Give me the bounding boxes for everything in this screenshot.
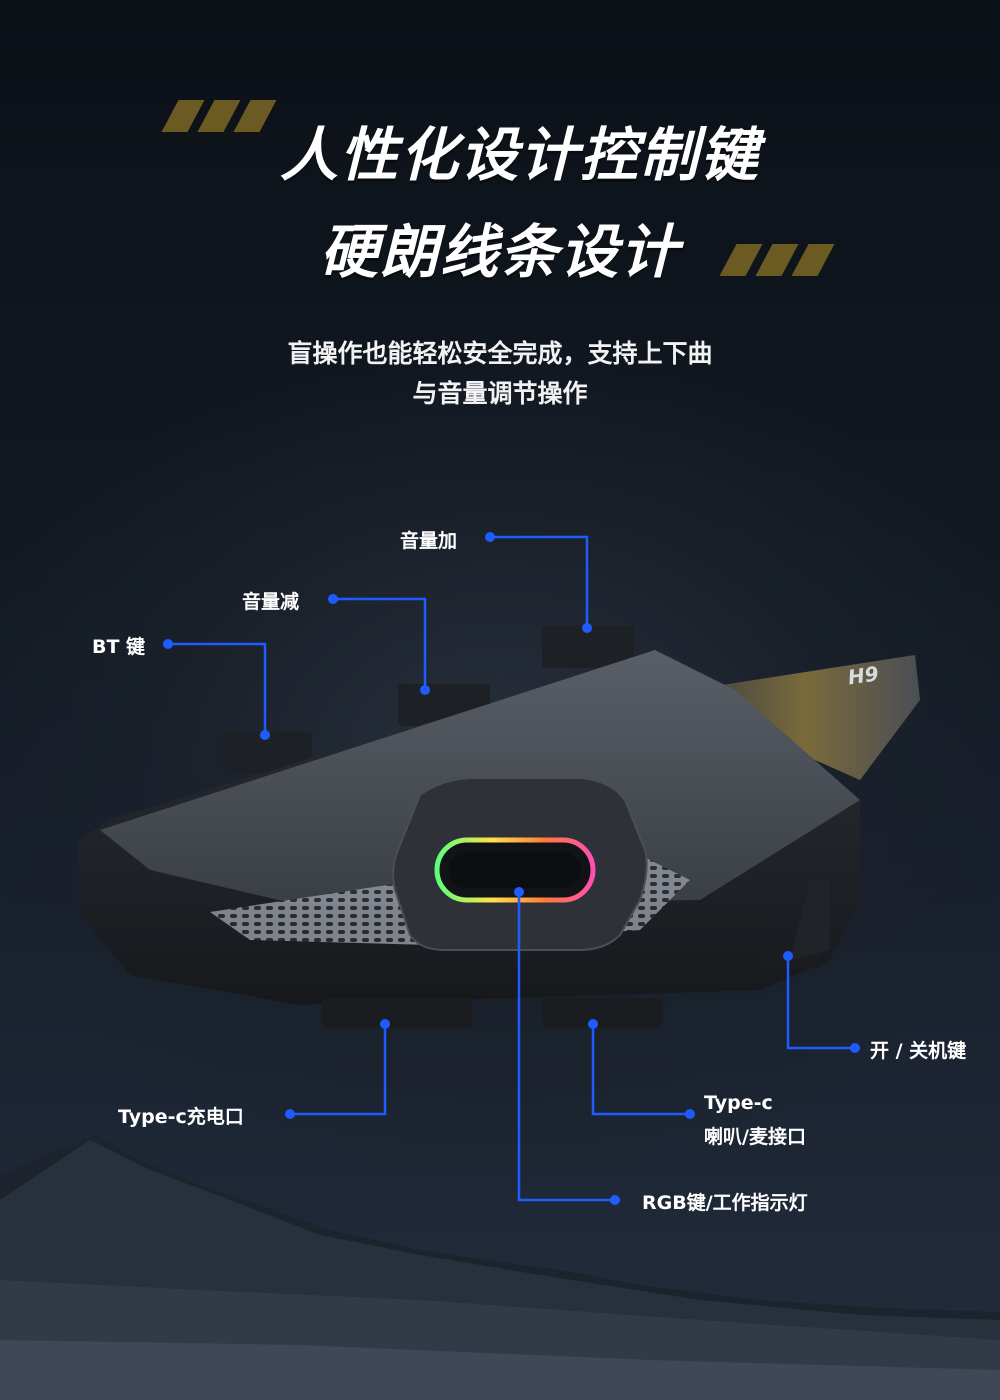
label-bt-key: BT 键 (92, 636, 146, 658)
label-rgb-key: RGB键/工作指示灯 (642, 1192, 808, 1214)
label-typec-charge: Type-c充电口 (118, 1106, 244, 1128)
callout-lines (168, 535, 855, 1202)
model-label: H9 (846, 661, 880, 689)
typec-audio-port (542, 998, 662, 1028)
label-volume-up: 音量加 (400, 530, 458, 552)
subtitle-line-2: 与音量调节操作 (412, 379, 588, 408)
typec-charge-port (322, 998, 472, 1028)
callout-dots (163, 532, 860, 1205)
label-typec-audio-line2: 喇叭/麦接口 (704, 1126, 806, 1148)
label-typec-audio-line1: Type-c (704, 1092, 773, 1114)
headline-line-1: 人性化设计控制键 (279, 121, 760, 189)
subtitle-line-1: 盲操作也能轻松安全完成，支持上下曲 (287, 339, 713, 368)
label-volume-down: 音量减 (242, 591, 300, 613)
bt-button (220, 732, 312, 774)
volume-up-button (542, 626, 634, 668)
device-body: H9 (78, 626, 920, 1028)
headline-line-2: 硬朗线条设计 (319, 218, 680, 286)
mountain-scenery (0, 1135, 1000, 1400)
label-power-key: 开 / 关机键 (870, 1040, 967, 1062)
